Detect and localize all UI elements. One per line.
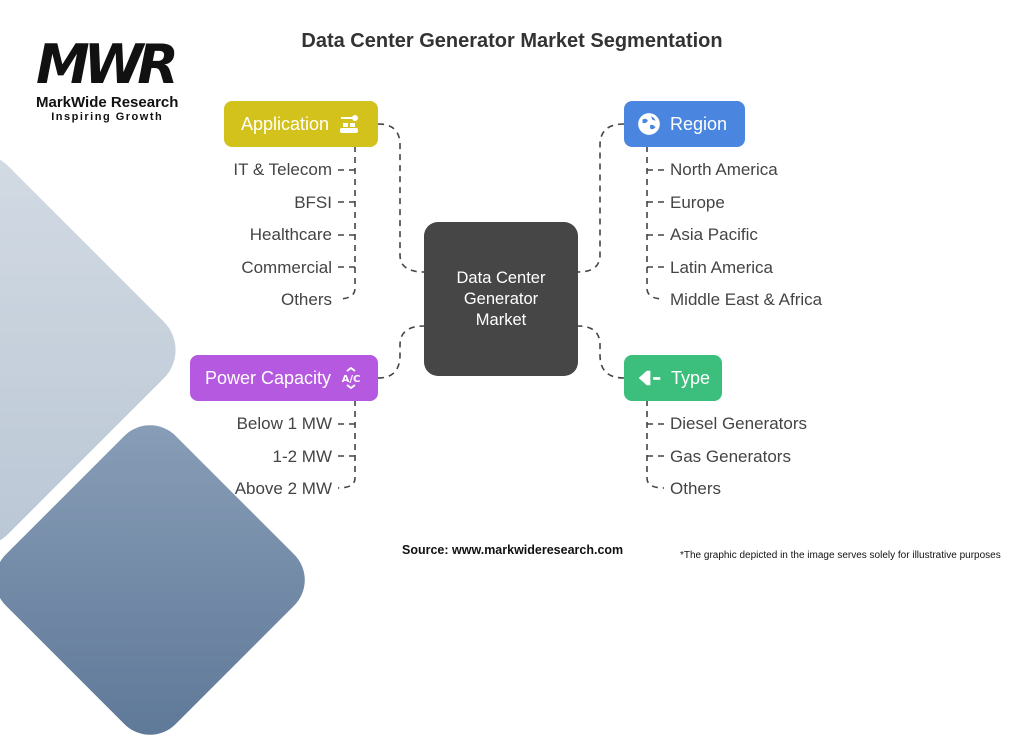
logo-tagline: Inspiring Growth (51, 111, 164, 123)
list-item: Healthcare (249, 225, 332, 244)
source-text: Source: www.markwideresearch.com (402, 543, 624, 557)
list-item: Europe (670, 192, 725, 212)
list-item: North America (670, 160, 778, 179)
category-label: Power Capacity (204, 367, 332, 388)
list-item: Diesel Generators (670, 414, 808, 433)
list-item: BFSI (294, 192, 332, 212)
logo-name: MarkWide Research (36, 94, 179, 111)
category-label: Type (670, 367, 710, 388)
list-item: Others (670, 479, 722, 498)
category-label: Application (240, 113, 330, 134)
application-list: IT & Telecom BFSI Healthcare Commercial … (200, 154, 332, 317)
svg-text:A/C: A/C (342, 374, 361, 385)
list-item: 1-2 MW (272, 446, 333, 466)
list-item: Above 2 MW (234, 479, 332, 498)
disclaimer-text: *The graphic depicted in the image serve… (680, 550, 1001, 561)
list-item: Others (280, 290, 332, 309)
center-label: Data Center Generator Market (456, 268, 546, 329)
list-item: Middle East & Africa (670, 290, 823, 309)
power-capacity-list: Below 1 MW 1-2 MW Above 2 MW (200, 408, 332, 506)
plug-icon (638, 370, 661, 386)
category-power-capacity[interactable]: Power Capacity A/C (190, 355, 378, 401)
list-item: Gas Generators (670, 446, 791, 466)
logo: MWR MarkWide Research Inspiring Growth (36, 33, 179, 124)
list-item: Commercial (241, 257, 332, 277)
list-item: IT & Telecom (233, 160, 332, 179)
page-title: Data Center Generator Market Segmentatio… (301, 30, 723, 52)
list-item: Latin America (670, 257, 773, 277)
category-application[interactable]: Application (224, 101, 378, 147)
ac-icon: A/C (342, 366, 361, 390)
type-list: Diesel Generators Gas Generators Others (670, 408, 807, 506)
conveyor-robot-icon (340, 115, 359, 133)
logo-mark: MWR (36, 33, 179, 96)
category-type[interactable]: Type (624, 355, 722, 401)
connector-lines (337, 123, 665, 489)
region-list: North America Europe Asia Pacific Latin … (670, 154, 822, 317)
category-label: Region (670, 113, 728, 134)
globe-icon (638, 113, 660, 135)
center-node: Data Center Generator Market (424, 222, 578, 376)
list-item: Below 1 MW (236, 414, 332, 433)
category-region[interactable]: Region (624, 101, 745, 147)
list-item: Asia Pacific (670, 225, 758, 244)
